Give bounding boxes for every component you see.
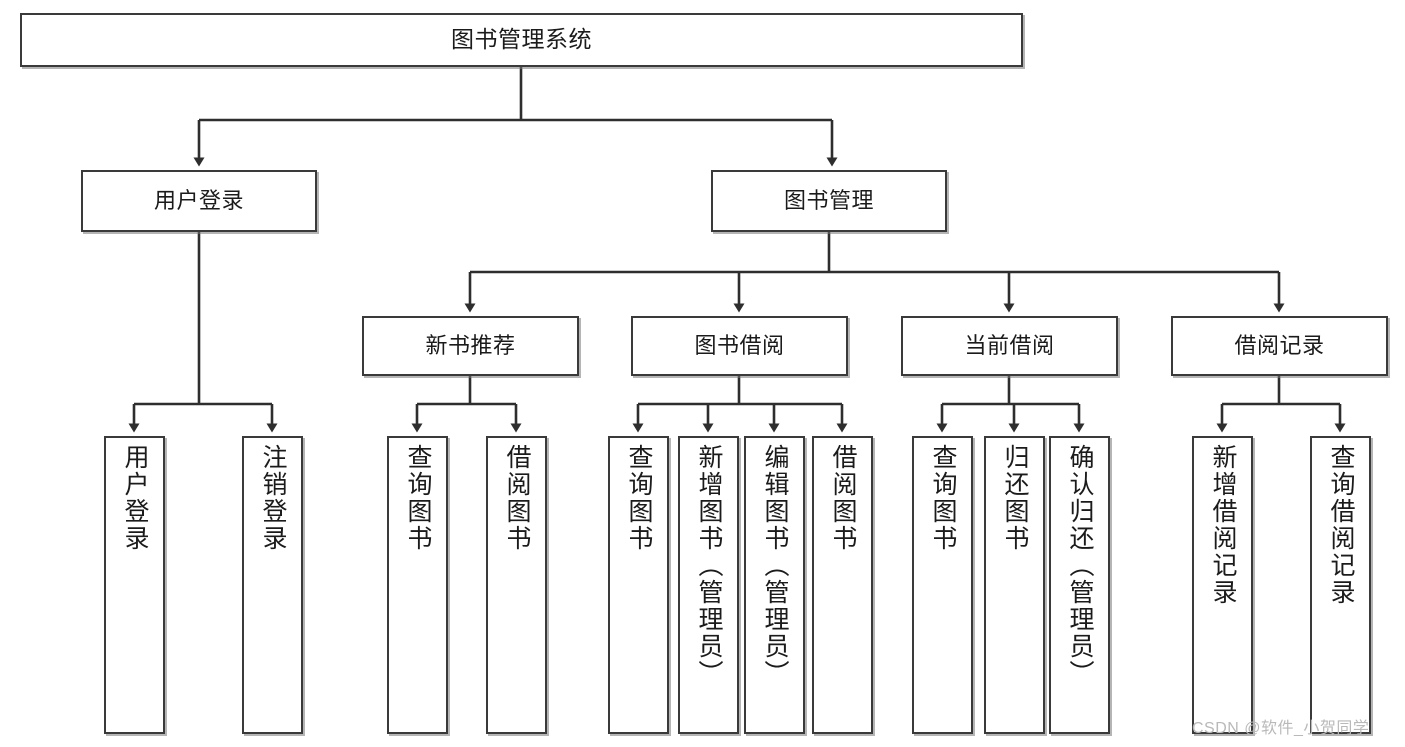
node-leaf-confirm-return-admin[interactable]: 确认归还（管理员）: [1049, 436, 1110, 734]
node-leaf-user-login-label: 用户登录: [121, 444, 149, 552]
node-current-borrow[interactable]: 当前借阅: [901, 316, 1118, 376]
node-borrow-record[interactable]: 借阅记录: [1171, 316, 1388, 376]
node-leaf-edit-book-admin-label: 编辑图书（管理员）: [761, 444, 789, 687]
node-leaf-query-borrow-record[interactable]: 查询借阅记录: [1310, 436, 1371, 734]
node-leaf-query-book-rec[interactable]: 查询图书: [387, 436, 448, 734]
node-leaf-add-borrow-record-label: 新增借阅记录: [1209, 444, 1237, 606]
node-leaf-add-book-admin-label: 新增图书（管理员）: [695, 444, 723, 687]
node-root[interactable]: 图书管理系统: [20, 13, 1023, 67]
node-current-borrow-label: 当前借阅: [964, 333, 1055, 359]
node-user-login[interactable]: 用户登录: [81, 170, 317, 232]
node-leaf-logout-login-label: 注销登录: [259, 444, 287, 552]
node-leaf-query-book-rec-label: 查询图书: [404, 444, 432, 552]
node-borrow-record-label: 借阅记录: [1234, 333, 1325, 359]
node-leaf-query-book-current-label: 查询图书: [929, 444, 957, 552]
node-book-borrow-label: 图书借阅: [694, 333, 785, 359]
node-leaf-add-book-admin[interactable]: 新增图书（管理员）: [678, 436, 739, 734]
node-leaf-borrow-book-rec-label: 借阅图书: [503, 444, 531, 552]
node-book-borrow[interactable]: 图书借阅: [631, 316, 848, 376]
node-leaf-query-book-borrow[interactable]: 查询图书: [608, 436, 669, 734]
node-leaf-confirm-return-admin-label: 确认归还（管理员）: [1066, 444, 1094, 687]
node-leaf-query-book-borrow-label: 查询图书: [625, 444, 653, 552]
node-leaf-borrow-book-rec[interactable]: 借阅图书: [486, 436, 547, 734]
node-book-management-label: 图书管理: [783, 188, 874, 214]
node-leaf-logout-login[interactable]: 注销登录: [242, 436, 303, 734]
node-root-label: 图书管理系统: [451, 26, 592, 53]
node-leaf-query-book-current[interactable]: 查询图书: [912, 436, 973, 734]
node-leaf-user-login[interactable]: 用户登录: [104, 436, 165, 734]
node-user-login-label: 用户登录: [153, 188, 244, 214]
node-leaf-return-book-label: 归还图书: [1001, 444, 1029, 552]
node-new-book-recommend-label: 新书推荐: [425, 333, 516, 359]
node-book-management[interactable]: 图书管理: [711, 170, 947, 232]
node-leaf-query-borrow-record-label: 查询借阅记录: [1327, 444, 1355, 606]
node-leaf-return-book[interactable]: 归还图书: [984, 436, 1045, 734]
node-leaf-edit-book-admin[interactable]: 编辑图书（管理员）: [744, 436, 805, 734]
node-leaf-borrow-book-label: 借阅图书: [829, 444, 857, 552]
node-new-book-recommend[interactable]: 新书推荐: [362, 316, 579, 376]
node-leaf-add-borrow-record[interactable]: 新增借阅记录: [1192, 436, 1253, 734]
watermark-text: CSDN @软件_小贺同学: [1192, 720, 1370, 737]
node-leaf-borrow-book[interactable]: 借阅图书: [812, 436, 873, 734]
